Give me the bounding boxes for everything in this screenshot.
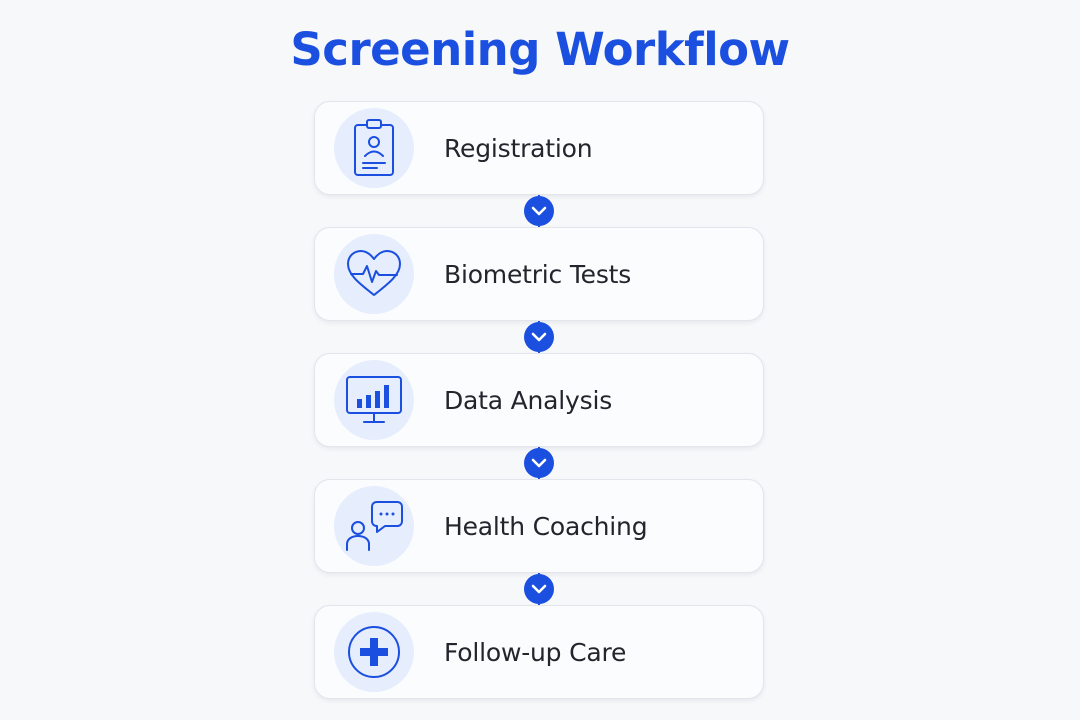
step-biometric-tests: Biometric Tests [314,227,764,321]
medical-cross-icon [334,612,414,692]
chevron-down-icon [524,448,554,478]
connector-arrow [314,447,764,479]
clipboard-user-icon [334,108,414,188]
chevron-down-icon [524,196,554,226]
person-chat-icon [334,486,414,566]
step-label: Biometric Tests [444,260,632,289]
connector-arrow [314,573,764,605]
heart-pulse-icon [334,234,414,314]
step-label: Follow-up Care [444,638,627,667]
step-health-coaching: Health Coaching [314,479,764,573]
step-label: Health Coaching [444,512,648,541]
step-data-analysis: Data Analysis [314,353,764,447]
monitor-chart-icon [334,360,414,440]
step-registration: Registration [314,101,764,195]
chevron-down-icon [524,574,554,604]
step-follow-up-care: Follow-up Care [314,605,764,699]
step-label: Registration [444,134,593,163]
chevron-down-icon [524,322,554,352]
connector-arrow [314,195,764,227]
page-title: Screening Workflow [290,23,790,76]
connector-arrow [314,321,764,353]
step-label: Data Analysis [444,386,613,415]
workflow-diagram: Registration Biometric Tests [314,101,766,699]
